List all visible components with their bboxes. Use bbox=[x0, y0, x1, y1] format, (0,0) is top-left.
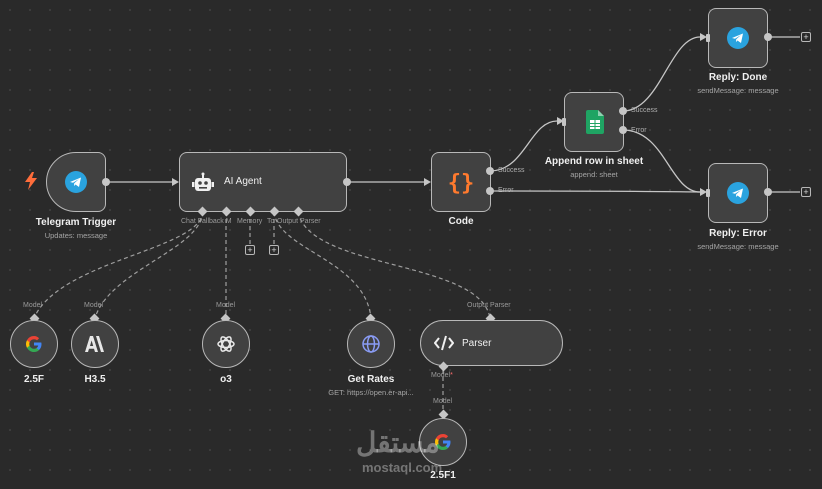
robot-icon bbox=[192, 172, 214, 194]
node-subtitle: sendMessage: message bbox=[697, 86, 779, 95]
output-port-success[interactable] bbox=[619, 107, 627, 115]
input-port[interactable] bbox=[706, 189, 710, 197]
edge-sheet-error-to-reply-error bbox=[622, 129, 701, 193]
telegram-icon bbox=[727, 182, 749, 204]
input-port[interactable] bbox=[706, 34, 710, 42]
port-label-tool: To bbox=[267, 218, 275, 225]
output-port-error[interactable] bbox=[486, 187, 494, 195]
reply-error-node[interactable] bbox=[706, 163, 768, 223]
add-memory-button[interactable]: + bbox=[245, 245, 255, 255]
arrowhead bbox=[557, 117, 564, 125]
telegram-icon bbox=[65, 171, 87, 193]
port-label-model: Model* bbox=[431, 372, 453, 379]
get-rates-node[interactable] bbox=[347, 320, 395, 368]
port-label-memory: Memory bbox=[237, 218, 263, 225]
edge-sheet-success-to-reply-done bbox=[622, 36, 701, 112]
node-subtitle: sendMessage: message bbox=[697, 242, 779, 251]
telegram-icon bbox=[727, 27, 749, 49]
code-node[interactable]: {} bbox=[431, 152, 491, 212]
node-title: Parser bbox=[462, 338, 492, 349]
port-label-success: Success bbox=[631, 107, 658, 114]
arrowhead bbox=[700, 33, 707, 41]
add-tool-button[interactable]: + bbox=[269, 245, 279, 255]
port-label-output-parser: Output Parser bbox=[277, 218, 321, 225]
port-label-success: Success bbox=[498, 167, 525, 174]
arrowhead bbox=[700, 188, 707, 196]
output-port[interactable] bbox=[764, 33, 772, 41]
node-title: 2.5F1 bbox=[430, 470, 456, 481]
google-icon bbox=[434, 433, 452, 451]
anthropic-icon bbox=[85, 335, 105, 353]
code-icon bbox=[433, 335, 455, 351]
edge-model-25f bbox=[33, 211, 204, 319]
node-title: Telegram Trigger bbox=[35, 217, 117, 228]
output-port[interactable] bbox=[343, 178, 351, 186]
braces-icon: {} bbox=[446, 167, 476, 197]
watermark-arabic: مستقل bbox=[356, 427, 440, 458]
node-title: Reply: Error bbox=[709, 228, 767, 239]
node-subtitle: GET: https://open.er-api... bbox=[328, 388, 414, 397]
node-title: o3 bbox=[220, 374, 232, 385]
model-o3-node[interactable] bbox=[202, 320, 250, 368]
port-label-error: Error bbox=[631, 127, 647, 134]
reply-done-node[interactable] bbox=[706, 8, 768, 68]
output-port-error[interactable] bbox=[619, 126, 627, 134]
model-25f-node[interactable] bbox=[10, 320, 58, 368]
node-title: Get Rates bbox=[347, 374, 395, 385]
node-title: Reply: Done bbox=[708, 72, 768, 83]
edge-model-h35 bbox=[94, 211, 204, 319]
node-title: Append row in sheet bbox=[544, 156, 644, 167]
edge-output-parser bbox=[297, 211, 491, 319]
connector-label: Model bbox=[23, 302, 43, 309]
connector-label: Output Parser bbox=[467, 302, 511, 309]
parser-node[interactable]: Parser bbox=[420, 320, 563, 366]
model-25f1-node[interactable] bbox=[419, 418, 467, 466]
port-label-chat-model: Chat Fallback M bbox=[181, 218, 232, 225]
output-port[interactable] bbox=[102, 178, 110, 186]
add-node-button[interactable]: + bbox=[801, 187, 811, 197]
edge-code-error-to-reply-error bbox=[489, 190, 701, 193]
arrowhead bbox=[172, 178, 179, 186]
add-node-button[interactable]: + bbox=[801, 32, 811, 42]
output-port-success[interactable] bbox=[486, 167, 494, 175]
edge-get-rates bbox=[273, 211, 372, 319]
node-subtitle: append: sheet bbox=[570, 170, 618, 179]
watermark-latin: mostaql.com bbox=[362, 460, 443, 475]
node-title: H3.5 bbox=[84, 374, 106, 385]
lightning-icon bbox=[24, 172, 38, 190]
svg-text:{}: {} bbox=[448, 171, 475, 196]
google-icon bbox=[25, 335, 43, 353]
model-h35-node[interactable] bbox=[71, 320, 119, 368]
node-title: 2.5F bbox=[23, 374, 44, 385]
edge-code-success-to-sheet bbox=[489, 120, 558, 172]
node-title: Code bbox=[448, 216, 474, 227]
connector-label: Model bbox=[433, 398, 453, 405]
connector-label: Model bbox=[216, 302, 236, 309]
node-title: AI Agent bbox=[224, 176, 262, 187]
output-port[interactable] bbox=[764, 188, 772, 196]
telegram-trigger-node[interactable] bbox=[46, 152, 106, 212]
connector-label: Model bbox=[84, 302, 104, 309]
google-sheets-icon bbox=[586, 110, 604, 134]
required-mark: * bbox=[450, 372, 453, 379]
port-label-error: Error bbox=[498, 187, 514, 194]
append-row-node[interactable] bbox=[562, 92, 624, 152]
ai-agent-node[interactable]: AI Agent bbox=[179, 152, 347, 212]
input-port[interactable] bbox=[562, 118, 566, 126]
node-subtitle: Updates: message bbox=[44, 231, 108, 240]
arrowhead bbox=[424, 178, 431, 186]
openai-icon bbox=[216, 334, 236, 354]
globe-icon bbox=[361, 334, 381, 354]
